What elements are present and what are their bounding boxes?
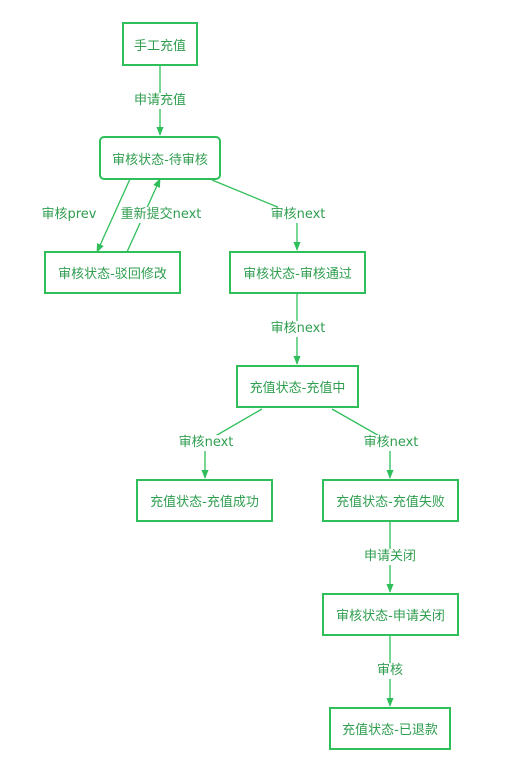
node-review-pending: 审核状态-待审核 bbox=[99, 136, 221, 180]
edge-label-review-next-success: 审核next bbox=[176, 435, 236, 451]
node-review-rejected: 审核状态-驳回修改 bbox=[44, 251, 181, 294]
node-recharge-success: 充值状态-充值成功 bbox=[136, 479, 273, 522]
edge-label-review-next-approved: 审核next bbox=[268, 207, 328, 223]
edge-label-review-next-recharging: 审核next bbox=[268, 321, 328, 337]
edge-label-resubmit-next: 重新提交next bbox=[118, 207, 204, 223]
node-recharging: 充值状态-充值中 bbox=[236, 365, 359, 408]
node-review-approved: 审核状态-审核通过 bbox=[229, 251, 366, 294]
node-recharge-failed: 充值状态-充值失败 bbox=[322, 479, 459, 522]
edge-review-prev bbox=[96, 178, 131, 253]
edge-label-apply-close: 申请关闭 bbox=[361, 549, 419, 565]
node-refunded: 充值状态-已退款 bbox=[329, 707, 451, 750]
edge-label-review-next-failed: 审核next bbox=[361, 435, 421, 451]
edge-label-review: 审核 bbox=[374, 663, 406, 679]
node-review-apply-close: 审核状态-申请关闭 bbox=[322, 593, 459, 636]
node-manual-recharge: 手工充值 bbox=[122, 22, 198, 66]
edge-label-apply-recharge: 申请充值 bbox=[131, 93, 189, 109]
edge-label-review-prev: 审核prev bbox=[39, 207, 99, 223]
